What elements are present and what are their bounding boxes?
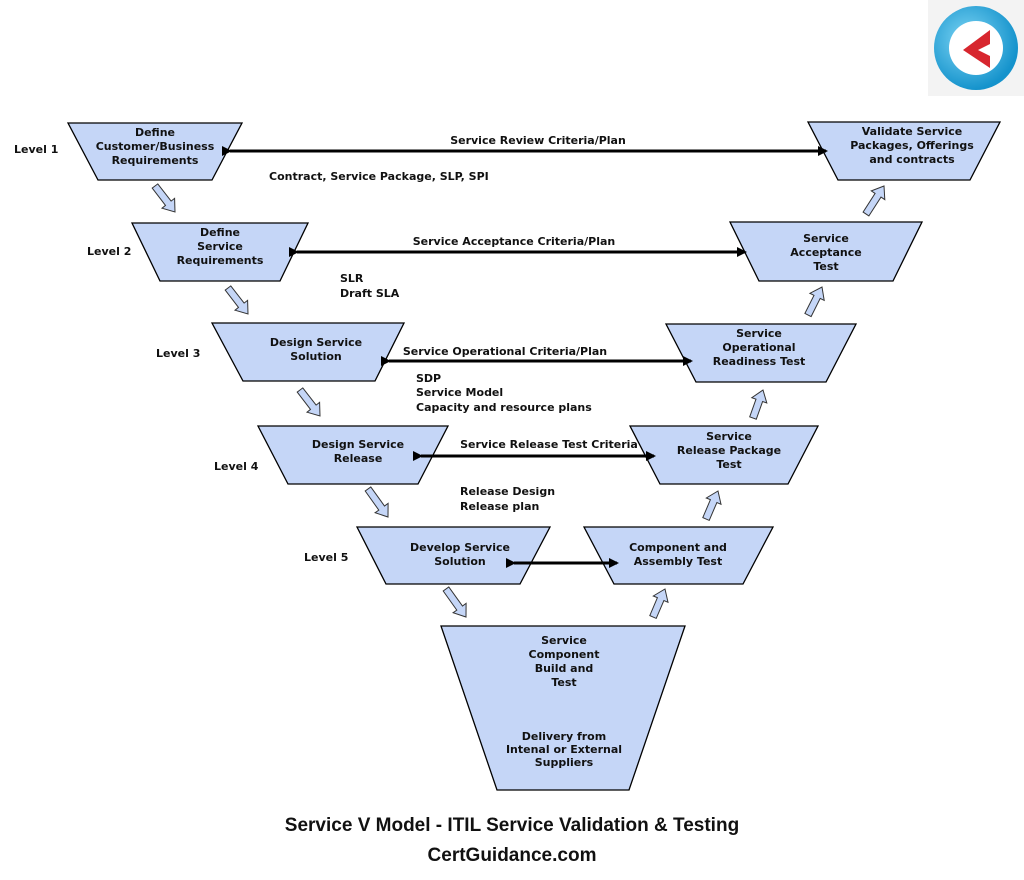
box-design-service-solution: Design Service Solution xyxy=(210,322,406,382)
box-develop-service-solution: Develop Service Solution xyxy=(355,526,552,585)
svg-text:Component and: Component and xyxy=(629,541,727,554)
svg-text:Component: Component xyxy=(529,648,600,661)
svg-text:Service: Service xyxy=(541,634,587,647)
flow-arrow-down-5 xyxy=(442,586,467,618)
review-criteria-label: Service Review Criteria/Plan xyxy=(450,134,626,147)
flow-arrow-up-3 xyxy=(749,389,768,420)
level-4-label: Level 4 xyxy=(214,460,259,473)
svg-text:Packages, Offerings: Packages, Offerings xyxy=(850,139,974,152)
svg-text:Develop Service: Develop Service xyxy=(410,541,510,554)
flow-arrow-up-2 xyxy=(702,490,722,522)
flow-arrows xyxy=(151,183,886,620)
flow-arrow-up-1 xyxy=(649,588,669,620)
svg-text:Solution: Solution xyxy=(434,555,486,568)
caption-site: CertGuidance.com xyxy=(427,845,597,866)
logo-icon xyxy=(928,0,1024,96)
box-validate-service-packages: Validate Service Packages, Offerings and… xyxy=(806,121,1002,181)
flow-arrow-down-1 xyxy=(151,183,176,213)
acceptance-criteria-label: Service Acceptance Criteria/Plan xyxy=(413,235,615,248)
svg-text:Operational: Operational xyxy=(722,341,795,354)
box-define-customer-requirements: Define Customer/Business Requirements xyxy=(66,122,244,181)
box-component-assembly-test: Component and Assembly Test xyxy=(582,526,775,585)
level-2-output-sla: Draft SLA xyxy=(340,287,400,300)
box-define-service-requirements: Define Service Requirements xyxy=(130,222,310,282)
level-3-output-sdp: SDP xyxy=(416,372,441,385)
svg-text:Test: Test xyxy=(551,676,576,689)
svg-text:Assembly Test: Assembly Test xyxy=(634,555,722,568)
svg-text:Solution: Solution xyxy=(290,350,342,363)
box-service-acceptance-test: Service Acceptance Test xyxy=(728,221,924,282)
svg-text:Design Service: Design Service xyxy=(312,438,404,451)
svg-text:Define: Define xyxy=(200,226,240,239)
svg-text:Service: Service xyxy=(736,327,782,340)
level-2-output-slr: SLR xyxy=(340,272,364,285)
svg-text:Service: Service xyxy=(803,232,849,245)
level-2-label: Level 2 xyxy=(87,245,131,258)
level-1-outputs: Contract, Service Package, SLP, SPI xyxy=(269,170,489,183)
level-3-output-plans: Capacity and resource plans xyxy=(416,401,592,414)
level-3-output-model: Service Model xyxy=(416,386,503,399)
flow-arrow-down-4 xyxy=(364,486,389,518)
svg-text:Service: Service xyxy=(197,240,243,253)
flow-arrow-up-4 xyxy=(804,286,825,318)
box-service-release-package-test: Service Release Package Test xyxy=(628,425,820,485)
svg-text:Test: Test xyxy=(716,458,741,471)
level-3-label: Level 3 xyxy=(156,347,200,360)
operational-criteria-label: Service Operational Criteria/Plan xyxy=(403,345,607,358)
level-5-label: Level 5 xyxy=(304,551,348,564)
svg-text:Customer/Business: Customer/Business xyxy=(96,140,215,153)
box-design-service-release: Design Service Release xyxy=(256,425,450,485)
level-4-output-design: Release Design xyxy=(460,485,555,498)
svg-text:Define: Define xyxy=(135,126,175,139)
delivery-line-1: Delivery from xyxy=(522,730,606,743)
svg-text:Service: Service xyxy=(706,430,752,443)
box-service-component-build: Service Component Build and Test Deliver… xyxy=(440,625,686,791)
svg-text:Release: Release xyxy=(334,452,383,465)
svg-text:Release Package: Release Package xyxy=(677,444,781,457)
svg-text:Test: Test xyxy=(813,260,838,273)
svg-text:Build and: Build and xyxy=(535,662,594,675)
flow-arrow-down-2 xyxy=(224,285,249,315)
svg-text:Requirements: Requirements xyxy=(112,154,199,167)
delivery-line-3: Suppliers xyxy=(535,756,594,769)
svg-text:Readiness Test: Readiness Test xyxy=(713,355,806,368)
delivery-line-2: Intenal or External xyxy=(506,743,622,756)
svg-text:Requirements: Requirements xyxy=(177,254,264,267)
svg-text:Validate Service: Validate Service xyxy=(862,125,962,138)
level-1-label: Level 1 xyxy=(14,143,58,156)
svg-text:Design Service: Design Service xyxy=(270,336,362,349)
level-4-output-plan: Release plan xyxy=(460,500,539,513)
svg-text:and contracts: and contracts xyxy=(869,153,955,166)
flow-arrow-down-3 xyxy=(296,387,321,417)
flow-arrow-up-5 xyxy=(862,185,886,217)
release-criteria-label: Service Release Test Criteria xyxy=(460,438,638,451)
box-service-operational-readiness-test: Service Operational Readiness Test xyxy=(664,323,858,383)
caption-title: Service V Model - ITIL Service Validatio… xyxy=(284,815,740,836)
svg-text:Acceptance: Acceptance xyxy=(790,246,861,259)
